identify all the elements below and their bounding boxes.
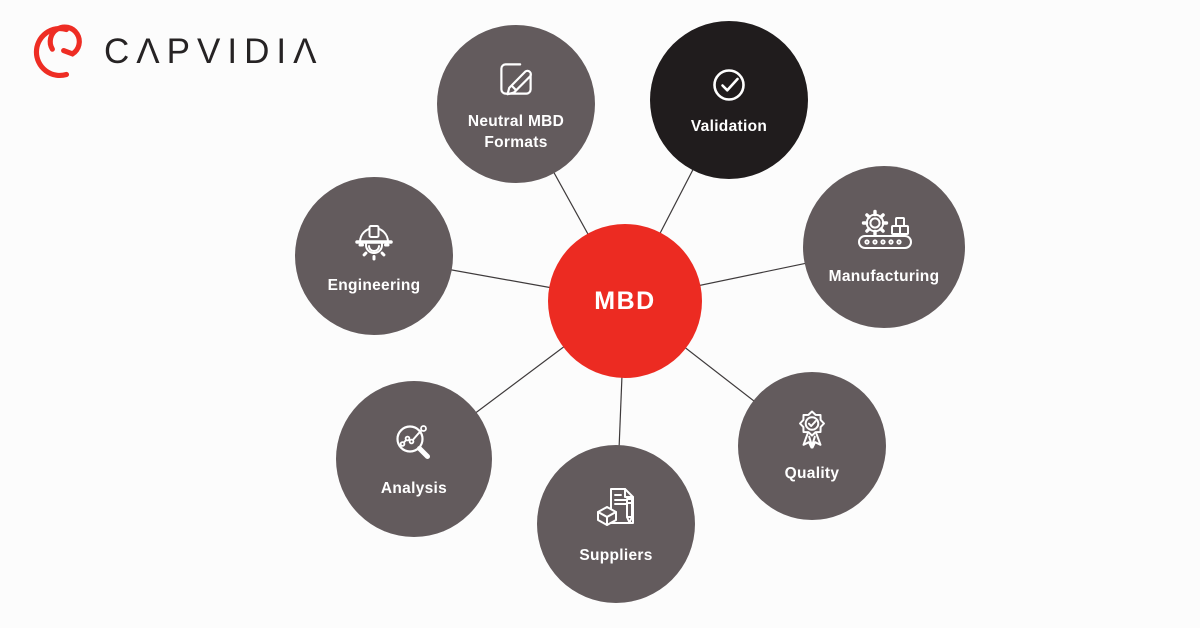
check-circle-icon: [706, 62, 752, 108]
award-badge-icon: [788, 407, 836, 455]
capvidia-wordmark: CΛPVIDIΛ: [104, 32, 324, 71]
document-box-pencil-icon: [588, 481, 644, 537]
node-quality: Quality: [738, 372, 886, 520]
edit-square-icon: [492, 55, 540, 103]
conveyor-gear-icon: [852, 206, 916, 258]
magnifier-chart-icon: [388, 418, 440, 470]
node-analysis-label: Analysis: [380, 480, 448, 498]
node-validation: Validation: [650, 21, 808, 179]
hardhat-gear-icon: [348, 215, 400, 267]
node-mbd: MBD: [548, 224, 702, 378]
node-mbd-label: MBD: [594, 286, 656, 315]
node-engineering-label: Engineering: [327, 277, 421, 295]
node-engineering: Engineering: [295, 177, 453, 335]
node-suppliers: Suppliers: [537, 445, 695, 603]
node-manufacturing: Manufacturing: [803, 166, 965, 328]
node-neutral-mbd-formats-label: Neutral MBD Formats: [467, 113, 565, 151]
node-analysis: Analysis: [336, 381, 492, 537]
node-validation-label: Validation: [690, 118, 768, 136]
node-manufacturing-label: Manufacturing: [828, 268, 940, 286]
node-neutral-mbd-formats: Neutral MBD Formats: [437, 25, 595, 183]
node-suppliers-label: Suppliers: [579, 547, 653, 565]
node-quality-label: Quality: [784, 465, 840, 483]
capvidia-logo-mark: [33, 24, 82, 78]
brand-logo: CΛPVIDIΛ: [28, 20, 323, 84]
